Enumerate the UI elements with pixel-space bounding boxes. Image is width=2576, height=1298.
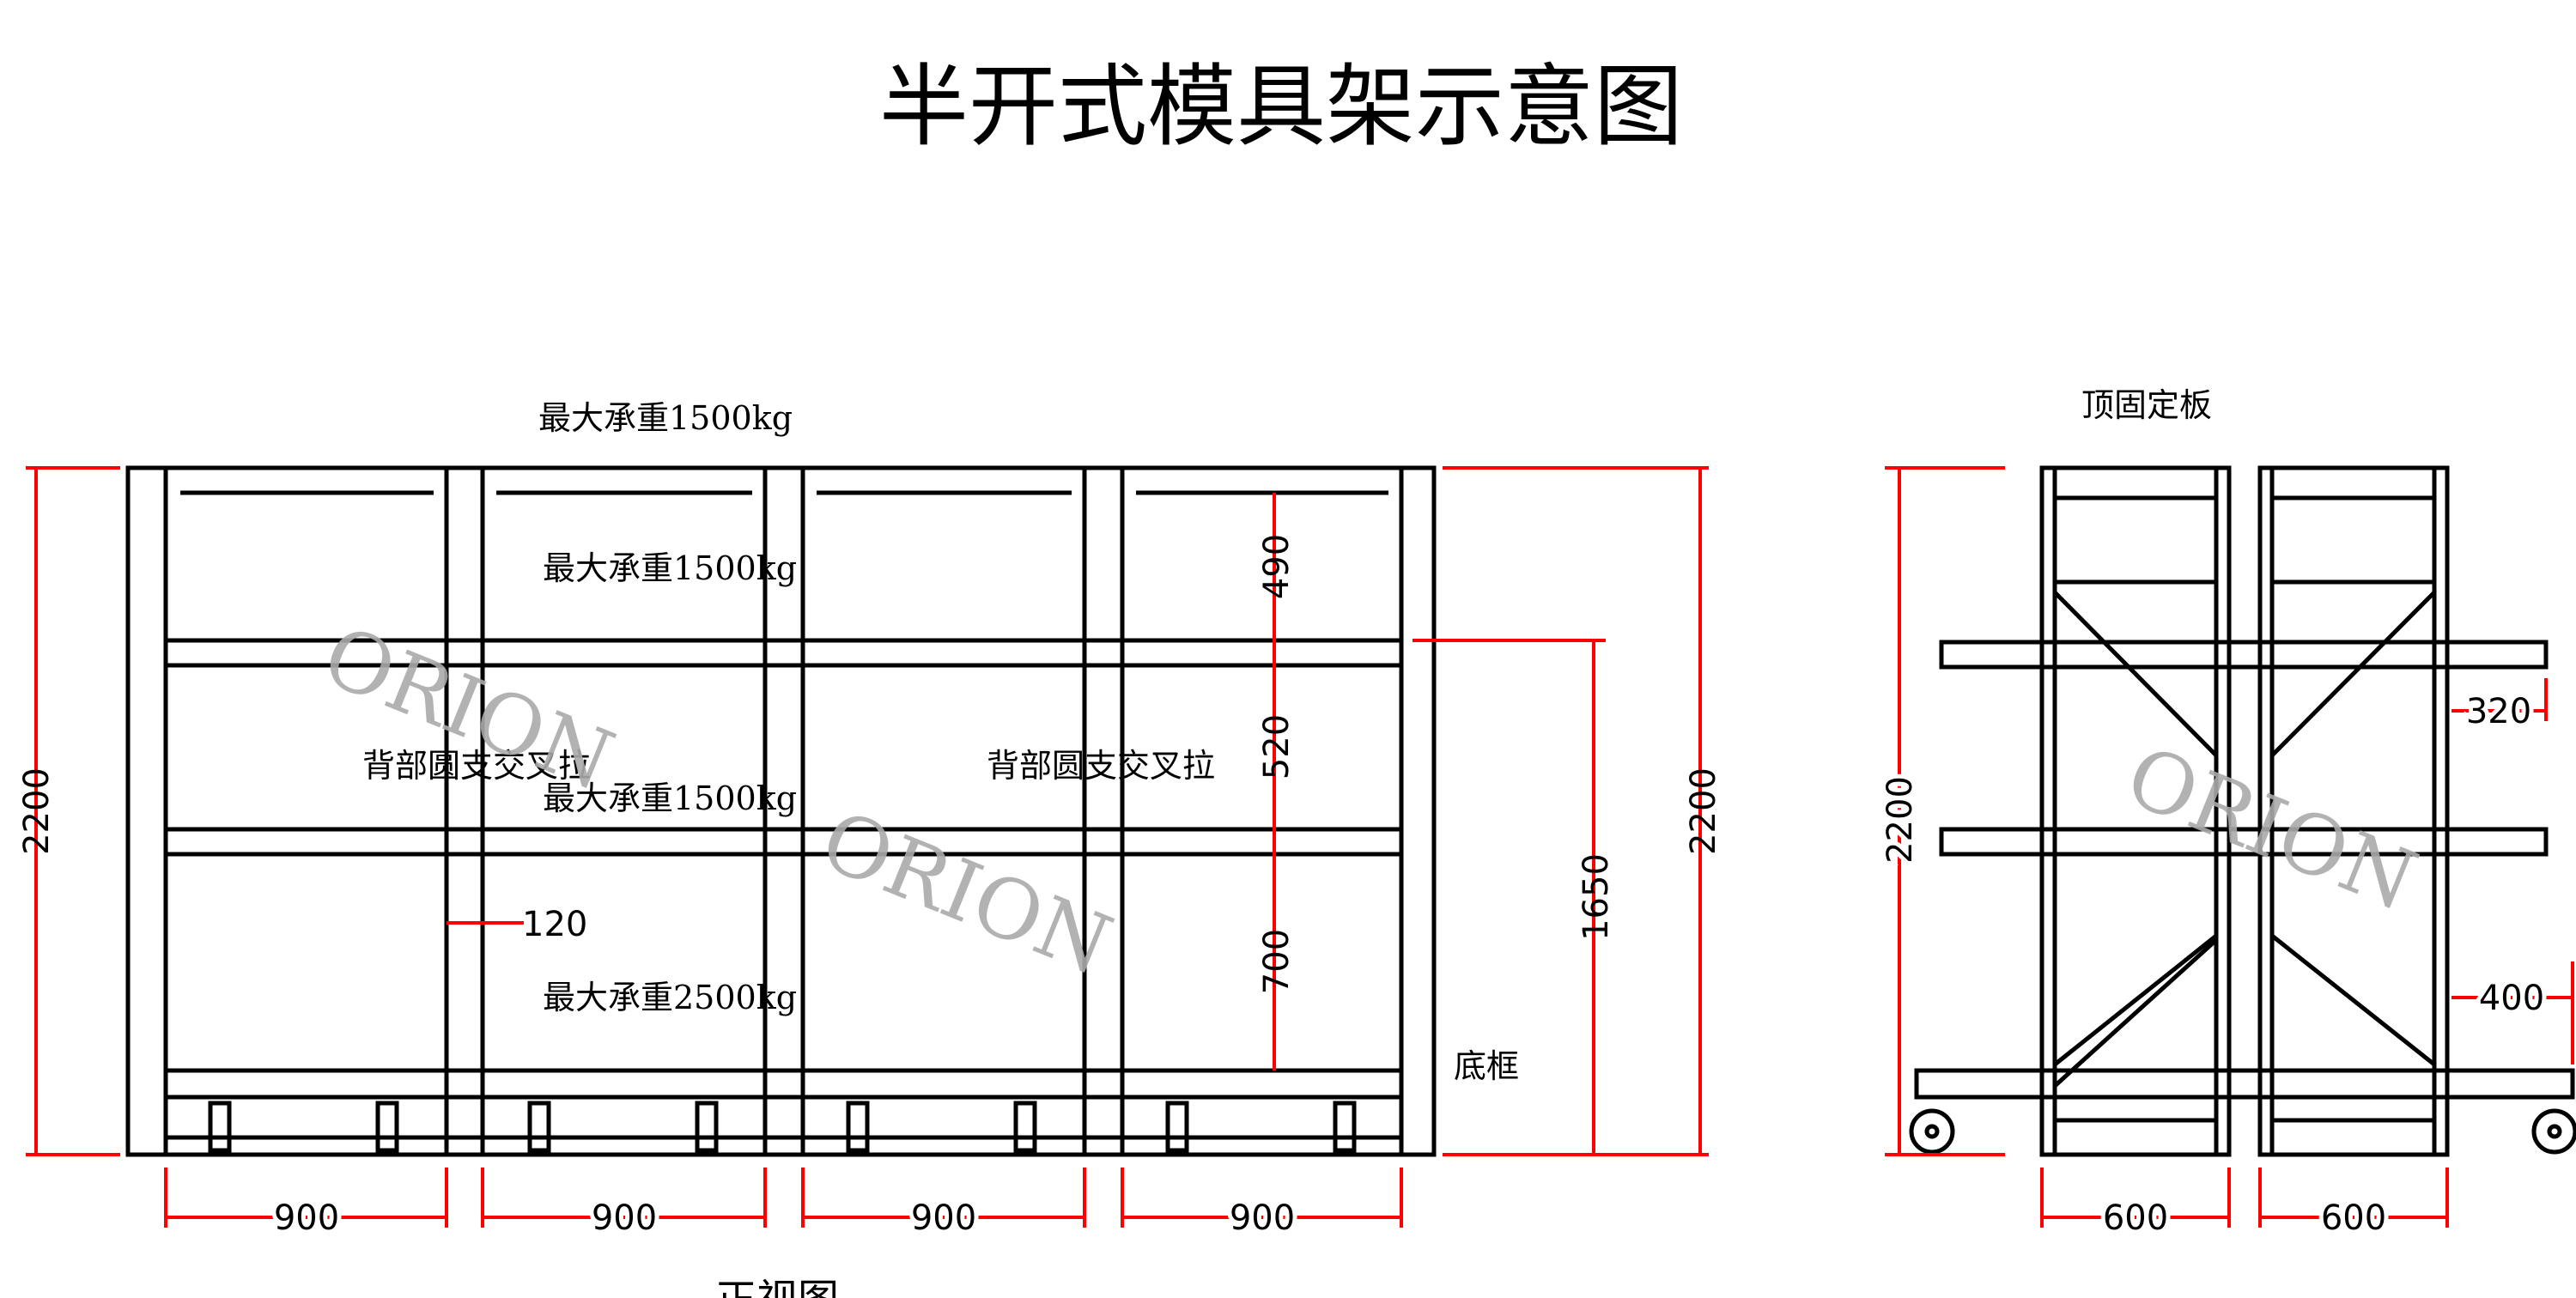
dim-arm-upper: 320 [2466, 692, 2531, 731]
dim-height-right: 2200 [1684, 767, 1723, 855]
side-wheels [1909, 1108, 2576, 1155]
front-view: 最大承重1500kg 最大承重1500kg 最大承重1500kg 最大承重250… [17, 399, 1723, 1298]
dim-bay-width: 900 [911, 1198, 976, 1238]
dim-depth: 600 [2321, 1198, 2386, 1238]
dim-depth: 600 [2103, 1198, 2168, 1238]
cross-braces [2053, 591, 2436, 1088]
brace-label-left: 背部圆支交叉拉 [362, 747, 591, 785]
dim-gap-top: 490 [1257, 534, 1297, 599]
front-view-caption: 正视图 [715, 1276, 839, 1298]
dim-lower-height: 1650 [1577, 853, 1616, 941]
front-frame-outline [125, 465, 1437, 1157]
dim-bay-width: 900 [592, 1198, 657, 1238]
load-label-2: 最大承重1500kg [543, 779, 797, 817]
side-dimensions [1885, 466, 2574, 1228]
dim-arm-lower: 400 [2479, 979, 2544, 1018]
dim-gap-bottom: 700 [1257, 929, 1297, 994]
dim-post-width: 120 [522, 905, 587, 944]
dim-gap-mid: 520 [1257, 714, 1297, 779]
dim-bay-width: 900 [1230, 1198, 1295, 1238]
front-posts [163, 468, 1404, 1155]
caster-wheels [208, 1101, 1357, 1153]
dim-height-left: 2200 [17, 767, 57, 855]
brace-label-right: 背部圆支交叉拉 [987, 747, 1215, 785]
top-plate-label: 顶固定板 [2081, 386, 2212, 424]
load-label-1: 最大承重1500kg [543, 549, 797, 587]
side-view: 顶固定板 ORION 2200 320 400 600 600 [1876, 386, 2576, 1242]
base-frame-label: 底框 [1454, 1047, 1519, 1085]
front-dimensions [26, 466, 1709, 1228]
page-title: 半开式模具架示意图 [879, 54, 1683, 159]
watermark: ORION [808, 792, 1124, 994]
load-label-3: 最大承重2500kg [543, 979, 797, 1016]
dim-side-height: 2200 [1880, 776, 1920, 864]
front-shelves [166, 490, 1401, 1140]
dim-bay-width: 900 [274, 1198, 339, 1238]
cantilever-arms [1914, 640, 2575, 1100]
load-label-top: 最大承重1500kg [538, 399, 793, 437]
